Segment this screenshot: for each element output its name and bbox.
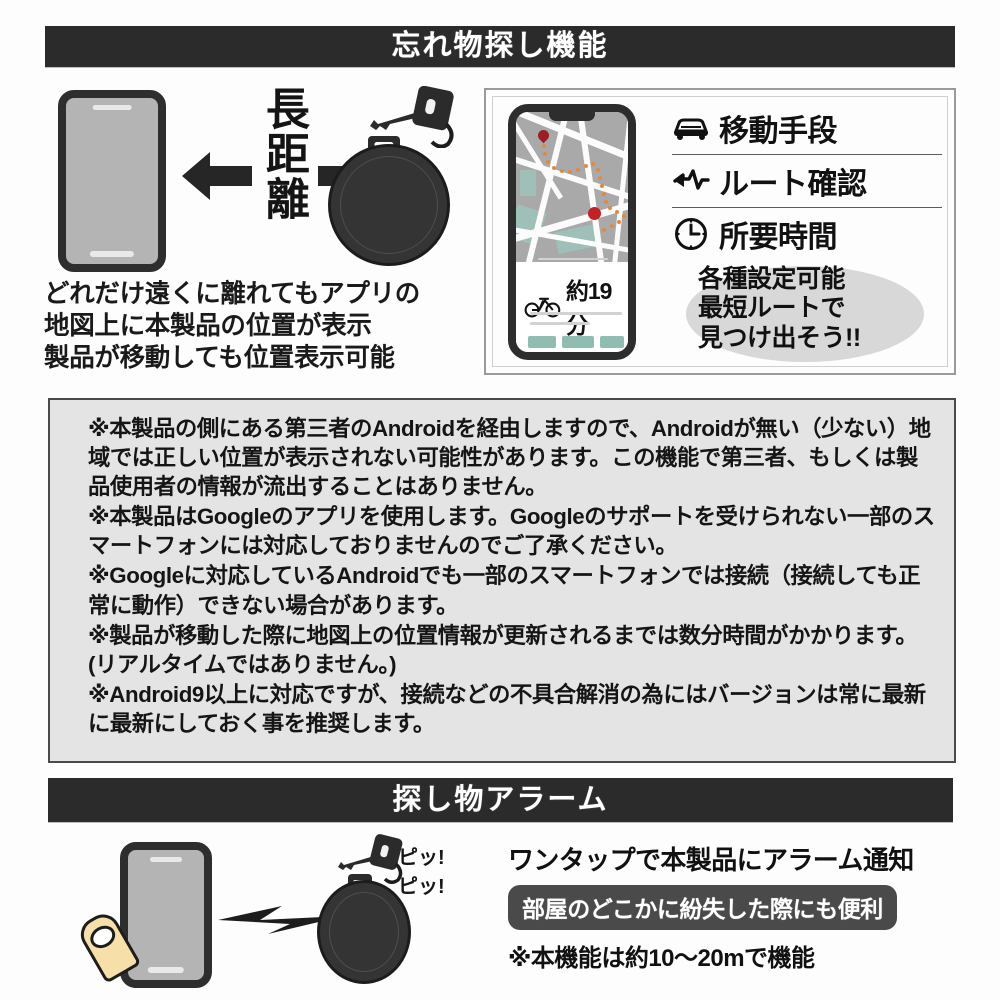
sfx-line: ピッ! [398, 876, 445, 898]
highlight-note-text: 各種設定可能 最短ルートで 見つけ出そう!! [698, 265, 938, 353]
alarm-title: ワンタップで本製品にアラーム通知 [508, 845, 914, 875]
key-tag-icon [308, 834, 428, 992]
navigation-feature-panel: 約19分 [484, 88, 956, 375]
smartphone-icon [58, 90, 166, 272]
section-header-find-lost: 忘れ物探し機能 [45, 26, 955, 67]
lightning-bolt-icon [218, 906, 344, 934]
sheet-divider [538, 258, 608, 260]
eta-label: 約19分 [565, 278, 613, 338]
sheet-action-chip[interactable] [600, 336, 624, 348]
clock-icon [672, 217, 710, 251]
settings-highlight-note: 各種設定可能 最短ルートで 見つけ出そう!! [682, 262, 940, 366]
long-distance-description: どれだけ遠くに離れてもアプリの 地図上に本製品の位置が表示 製品が移動しても位置… [44, 278, 474, 374]
feature-label-route: ルート確認 [719, 168, 867, 201]
map-destination-dot-icon [588, 207, 601, 220]
key-tag-icon [316, 86, 468, 281]
sheet-action-chip[interactable] [562, 336, 594, 348]
phone-notch [549, 112, 595, 121]
alarm-illustration: ピッ! ピッ! [56, 834, 496, 992]
note-item: ※Googleに対応しているAndroidでも一部のスマートフォンでは接続（接続… [88, 563, 921, 618]
highlight-note-line: 各種設定可能 [698, 265, 846, 293]
feature-divider [672, 154, 942, 155]
feature-row-transport: 移動手段 [672, 104, 942, 152]
key-icon [338, 834, 403, 884]
note-item: ※本製品の側にある第三者のAndroidを経由しますので、Androidが無い（… [88, 416, 931, 500]
sfx-line: ピッ! [398, 847, 445, 869]
feature-divider [672, 207, 942, 208]
phone-home-bar [89, 251, 135, 257]
map-park-patch [520, 170, 536, 196]
feature-row-duration: 所要時間 [672, 210, 942, 258]
note-item: ※本製品はGoogleのアプリを使用します。Googleのサポートを受けられない… [88, 504, 935, 559]
key-icon [370, 86, 454, 148]
highlight-blob-shape [686, 266, 924, 362]
car-icon [672, 111, 710, 145]
tag-disc [317, 880, 411, 984]
section-header-alarm: 探し物アラーム [48, 778, 953, 822]
alarm-benefit-pill: 部屋のどこかに紛失した際にも便利 [508, 885, 897, 930]
map-pin-icon [535, 127, 552, 144]
arrow-left-icon [182, 152, 252, 200]
phone-home-bar [147, 967, 185, 973]
section-header-alarm-label: 探し物アラーム [392, 783, 609, 816]
eta-row: 約19分 [524, 272, 620, 340]
map-view [516, 112, 628, 262]
section-header-find-lost-label: 忘れ物探し機能 [391, 30, 609, 62]
tag-disc [328, 144, 450, 266]
sheet-placeholder-line [530, 322, 590, 325]
long-distance-label: 長距離 [258, 86, 308, 221]
map-bottom-sheet: 約19分 [516, 258, 628, 352]
sheet-action-chip[interactable] [528, 336, 556, 348]
feature-row-route: ルート確認 [672, 157, 942, 205]
phone-speaker [92, 105, 132, 110]
disclaimer-notes-box: ※本製品の側にある第三者のAndroidを経由しますので、Androidが無い（… [48, 398, 956, 763]
highlight-note-line: 最短ルートで [698, 294, 846, 323]
desc-line: 製品が移動しても位置表示可能 [44, 344, 395, 373]
feature-list: 移動手段 ルート確認 [672, 104, 942, 258]
note-item: ※製品が移動した際に地図上の位置情報が更新されるまでは数分時間がかかります。(リ… [88, 622, 918, 677]
highlight-note-line: 見つけ出そう!! [698, 323, 861, 352]
feature-label-transport: 移動手段 [719, 115, 838, 148]
feature-label-duration: 所要時間 [719, 221, 838, 254]
phone-speaker [150, 857, 182, 862]
alarm-description-block: ワンタップで本製品にアラーム通知 部屋のどこかに紛失した際にも便利 ※本機能は約… [508, 840, 958, 973]
sheet-placeholder-line [530, 312, 622, 315]
map-road [611, 112, 628, 262]
desc-line: 地図上に本製品の位置が表示 [44, 312, 372, 341]
map-smartphone: 約19分 [508, 104, 636, 360]
route-arrow-icon [672, 164, 710, 198]
desc-line: どれだけ遠くに離れてもアプリの [44, 280, 420, 308]
alarm-sound-effect: ピッ! ピッ! [398, 844, 445, 902]
note-item: ※Android9以上に対応ですが、接続などの不具合解消の為にはバージョンは常に… [88, 681, 926, 736]
bicycle-icon [524, 297, 561, 318]
long-distance-illustration: 長距離 [48, 86, 468, 286]
alarm-range-note: ※本機能は約10〜20mで機能 [508, 945, 815, 972]
